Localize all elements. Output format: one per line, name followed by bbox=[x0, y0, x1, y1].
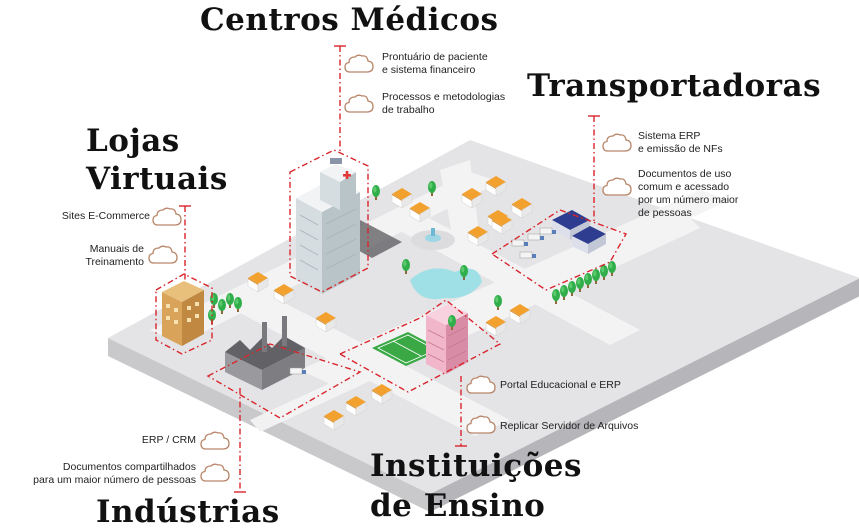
note-ensino-1: Portal Educacional e ERP bbox=[466, 374, 621, 394]
note-ensino-2: Replicar Servidor de Arquivos bbox=[466, 414, 639, 434]
note-industrias-2: Documentos compartilhados para um maior … bbox=[10, 461, 196, 487]
connector-lines bbox=[179, 45, 600, 493]
note-text: Prontuário de paciente bbox=[382, 51, 488, 63]
note-text: Portal Educacional e ERP bbox=[500, 379, 621, 391]
cloud-icon bbox=[344, 54, 374, 73]
note-text: Replicar Servidor de Arquivos bbox=[500, 420, 639, 432]
note-text: de trabalho bbox=[382, 104, 435, 116]
note-transport-2: Documentos de uso comum e acessado por u… bbox=[602, 168, 738, 220]
note-text: e sistema financeiro bbox=[382, 64, 476, 76]
title-lojas-line2: Virtuais bbox=[86, 161, 228, 197]
cloud-icon bbox=[148, 245, 178, 264]
region-store bbox=[155, 273, 213, 355]
note-text: ERP / CRM bbox=[141, 434, 196, 446]
note-text: por um número maior bbox=[638, 194, 739, 206]
title-transportadoras: Transportadoras bbox=[527, 68, 822, 104]
title-centros-medicos: Centros Médicos bbox=[200, 2, 499, 38]
cloud-icon bbox=[152, 207, 182, 226]
title-ensino-line1: Instituições bbox=[370, 448, 582, 484]
note-text: Documentos compartilhados bbox=[62, 461, 196, 473]
cloud-icon bbox=[602, 133, 632, 152]
note-text: Manuais de bbox=[89, 243, 144, 255]
cloud-icon bbox=[200, 463, 230, 482]
title-lojas-line1: Lojas bbox=[86, 123, 180, 159]
transport-warehouses bbox=[511, 210, 606, 259]
note-transport-1: Sistema ERP e emissão de NFs bbox=[602, 130, 723, 156]
region-school bbox=[338, 299, 502, 393]
cloud-icon bbox=[602, 177, 632, 196]
hospital-building bbox=[296, 158, 402, 294]
fountain bbox=[411, 228, 455, 250]
note-text: Sites E-Commerce bbox=[61, 210, 150, 222]
region-factory bbox=[206, 343, 362, 419]
note-industrias-1: ERP / CRM bbox=[100, 434, 196, 447]
note-text: Documentos de uso bbox=[638, 168, 732, 180]
cloud-icon bbox=[466, 415, 496, 434]
note-text: para um maior número de pessoas bbox=[33, 474, 196, 486]
note-text: Processos e metodologias bbox=[382, 91, 506, 103]
region-transport bbox=[490, 209, 628, 291]
note-lojas-2: Manuais de Treinamento bbox=[56, 243, 144, 269]
cloud-icon bbox=[200, 431, 230, 450]
title-industrias: Indústrias bbox=[96, 494, 280, 530]
note-text: Treinamento bbox=[85, 256, 144, 268]
note-lojas-1: Sites E-Commerce bbox=[56, 210, 150, 223]
store-building bbox=[162, 281, 204, 346]
note-text: comum e acessado bbox=[638, 181, 730, 193]
title-lojas-virtuais: Lojas Virtuais bbox=[86, 122, 228, 198]
cloud-icon bbox=[344, 94, 374, 113]
title-ensino-line2: de Ensino bbox=[370, 488, 546, 524]
note-text: de pessoas bbox=[638, 207, 692, 219]
note-centros-2: Processos e metodologias de trabalho bbox=[344, 91, 505, 117]
region-outlines bbox=[155, 149, 628, 419]
note-text: e emissão de NFs bbox=[638, 143, 723, 155]
title-instituicoes-ensino: Instituições de Ensino bbox=[370, 446, 582, 526]
note-text: Sistema ERP bbox=[638, 130, 701, 142]
cloud-icon bbox=[466, 375, 496, 394]
factory-building bbox=[225, 316, 307, 390]
note-centros-1: Prontuário de paciente e sistema finance… bbox=[344, 51, 488, 77]
